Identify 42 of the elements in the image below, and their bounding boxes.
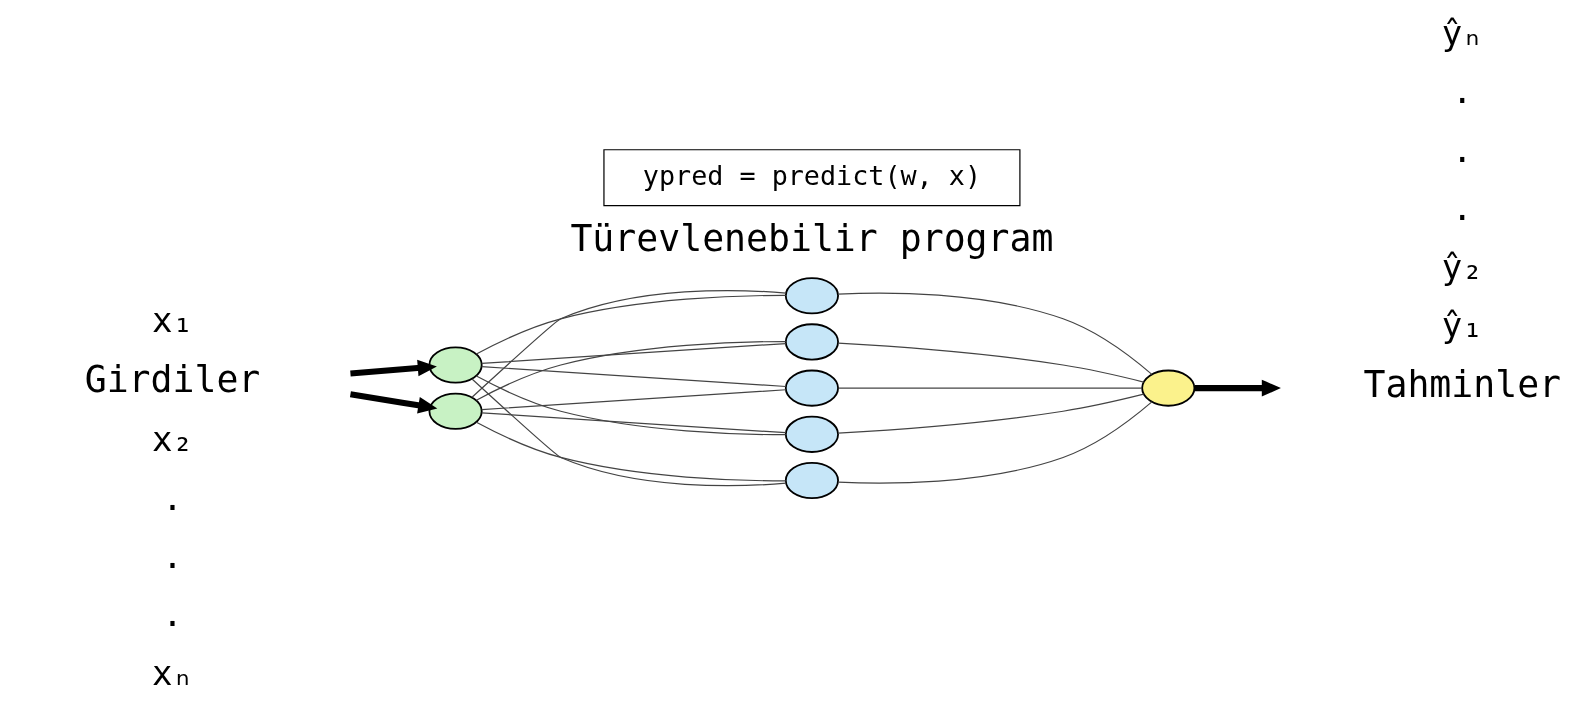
- connector: [480, 366, 786, 388]
- connector: [470, 378, 787, 487]
- node-circle: [784, 277, 839, 315]
- connector: [837, 393, 1144, 434]
- connector: [475, 340, 786, 401]
- connector: [475, 375, 786, 436]
- node-circle: [784, 323, 839, 361]
- label: ŷ₁: [1441, 304, 1483, 345]
- label: .: [161, 594, 183, 635]
- label: Türevlenebilir program: [569, 217, 1053, 261]
- connector: [480, 342, 786, 364]
- arrow: [349, 391, 437, 414]
- label: .: [1451, 71, 1473, 112]
- label: Girdiler: [84, 358, 260, 402]
- connector: [480, 389, 786, 411]
- label: .: [161, 477, 183, 518]
- arrow: [1194, 379, 1281, 397]
- connector: [475, 294, 786, 355]
- connector: [837, 342, 1144, 383]
- node-circle: [428, 346, 483, 384]
- node-circle: [1140, 369, 1195, 407]
- node-box: ypred = predict(w, x): [602, 149, 1020, 207]
- node-circle: [784, 415, 839, 453]
- connector: [837, 401, 1152, 484]
- label: xₙ: [151, 652, 193, 693]
- label: .: [1451, 188, 1473, 229]
- label: x₂: [151, 419, 193, 460]
- connector: [475, 421, 786, 482]
- label: .: [1451, 129, 1473, 170]
- node-circle: [784, 369, 839, 407]
- connector: [470, 289, 787, 398]
- connector: [837, 387, 1142, 389]
- label: ŷ₂: [1441, 246, 1483, 287]
- node-circle: [428, 392, 483, 430]
- connector: [480, 412, 786, 434]
- label: .: [161, 536, 183, 577]
- node-circle: [784, 462, 839, 500]
- arrow: [349, 359, 437, 377]
- label: x₁: [151, 300, 193, 341]
- label: ŷₙ: [1441, 13, 1483, 54]
- label: Tahminler: [1362, 363, 1561, 407]
- connector: [837, 292, 1152, 375]
